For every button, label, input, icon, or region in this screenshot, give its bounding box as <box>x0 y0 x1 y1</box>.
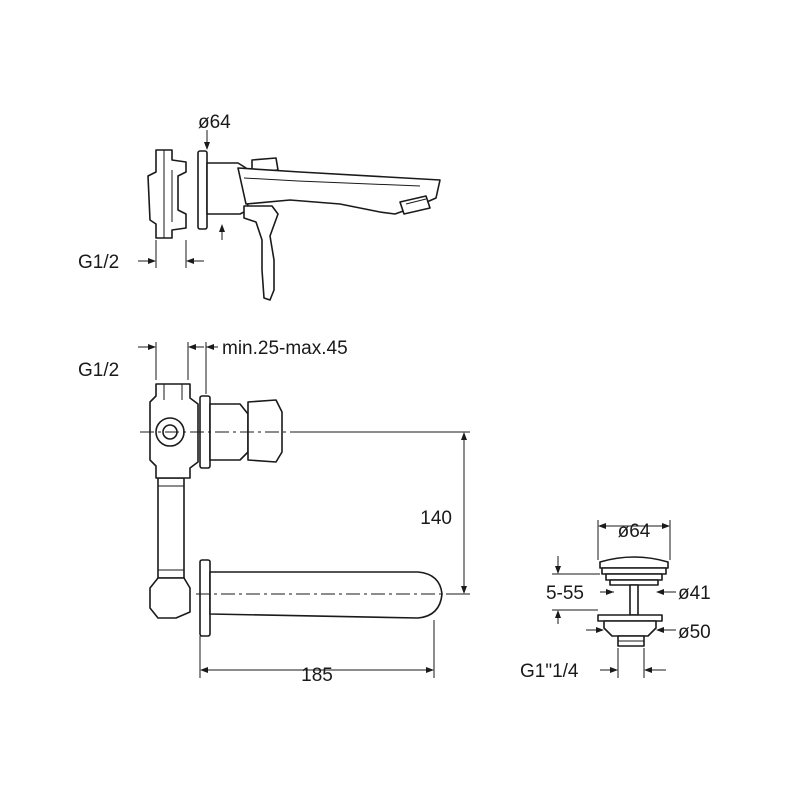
dimension-arrow <box>219 224 225 232</box>
waste-mid-diameter-label: ø41 <box>678 583 711 604</box>
waste-thread-label: G1"1/4 <box>520 661 579 682</box>
front-view-pipe <box>157 477 185 579</box>
waste-stem <box>629 584 639 616</box>
waste-flange <box>597 614 663 622</box>
side-view-lever <box>243 205 279 301</box>
front-view-length-label: 185 <box>301 665 333 686</box>
waste-stroke-label: 5-55 <box>546 583 584 604</box>
dimension-arrow <box>606 589 614 595</box>
front-view-lever <box>247 399 283 463</box>
front-view-spout-body <box>149 577 191 619</box>
dimension-arrow <box>426 667 434 673</box>
front-view-thread-label: G1/2 <box>78 360 119 381</box>
dimension-arrow <box>656 589 664 595</box>
waste-body <box>603 620 657 637</box>
side-view-spout <box>237 167 441 215</box>
front-view: G1/2 min.25-max.45 140 185 <box>78 338 470 686</box>
dimension-arrow <box>461 432 467 440</box>
side-view-wall-plate <box>197 150 208 230</box>
waste-cap-rim-2 <box>605 573 663 581</box>
dimension-arrow <box>188 344 196 350</box>
side-view-aerator-line <box>405 198 427 205</box>
dimension-arrow <box>656 627 664 633</box>
side-view: ø64 G1/2 <box>78 112 441 301</box>
side-view-thread-label: G1/2 <box>78 252 119 273</box>
waste-cap <box>599 556 669 569</box>
dimension-arrow <box>206 344 214 350</box>
front-view-height-label: 140 <box>420 508 452 529</box>
waste-view: ø64 5-55 ø41 ø50 G1"1/4 <box>520 520 711 682</box>
side-view-valve-body <box>147 149 187 239</box>
front-view-spout-plate <box>199 559 211 637</box>
dimension-arrow <box>186 258 194 264</box>
side-view-spout-line <box>243 177 421 187</box>
front-view-spout <box>209 571 443 619</box>
waste-cap-rim <box>601 567 667 575</box>
dimension-arrow <box>644 667 652 673</box>
dimension-arrow <box>148 258 156 264</box>
dimension-arrow <box>461 586 467 594</box>
front-view-depth-label: min.25-max.45 <box>222 338 348 359</box>
dimension-arrow <box>555 566 561 574</box>
dimension-arrow <box>662 523 670 529</box>
dimension-arrow <box>610 667 618 673</box>
side-view-aerator <box>399 195 431 215</box>
side-view-diameter-label: ø64 <box>198 112 231 133</box>
dimension-arrow <box>598 523 606 529</box>
dimension-arrow <box>204 142 210 150</box>
waste-top-diameter-label: ø64 <box>618 521 651 542</box>
dimension-arrow <box>200 667 208 673</box>
dimension-arrow <box>555 610 561 618</box>
waste-low-diameter-label: ø50 <box>678 622 711 643</box>
dimension-arrow <box>148 344 156 350</box>
dimension-arrow <box>596 627 604 633</box>
